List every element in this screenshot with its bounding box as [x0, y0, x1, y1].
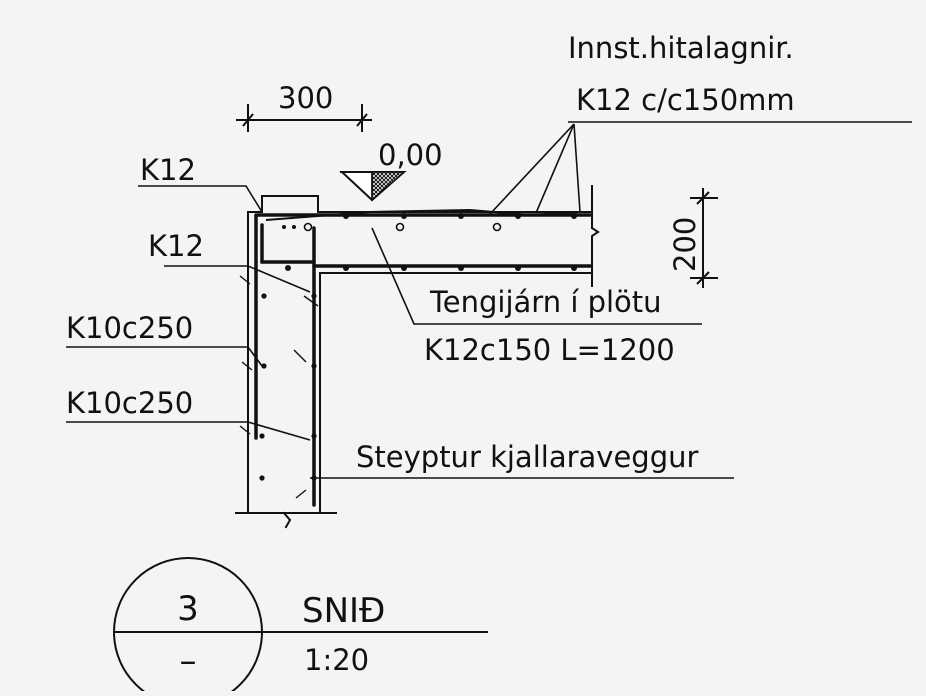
label-rebar-corner: K12 [148, 229, 204, 263]
dimension-200 [690, 188, 718, 288]
rebar-dots-bottom [285, 265, 577, 271]
leader-k12-corner [164, 265, 311, 293]
label-insulation-spec: K12 c/c150mm [576, 83, 795, 117]
leader-connector [371, 227, 702, 325]
label-rebar-top: K12 [140, 153, 196, 187]
label-dim-width: 300 [278, 81, 333, 115]
level-marker [339, 171, 407, 202]
section-sheet: – [180, 641, 197, 681]
slab-end-break [590, 226, 600, 241]
section-number: 3 [177, 589, 199, 629]
label-wall: Steyptur kjallaraveggur [356, 440, 698, 474]
label-rebar-wall-outer: K10c250 [66, 311, 193, 345]
label-level: 0,00 [378, 138, 443, 172]
wall-break-mark [282, 511, 292, 529]
leader-k10-inner [66, 421, 311, 441]
label-rebar-wall-inner: K10c250 [66, 386, 193, 420]
leader-insulation-3 [573, 123, 581, 213]
wall-tick-marks [239, 275, 319, 499]
heating-pipe-circles [303, 222, 502, 232]
section-scale: 1:20 [304, 643, 369, 677]
rebar-dots-top [282, 213, 577, 229]
label-insulation-title: Innst.hitalagnir. [568, 31, 794, 65]
leader-insulation-1 [489, 123, 575, 215]
rebar-dots-wall [259, 293, 317, 481]
heating-pipe-line [265, 208, 581, 221]
section-symbol [113, 557, 488, 696]
section-title: SNIÐ [302, 591, 385, 631]
label-connector-title: Tengijárn í plötu [429, 285, 662, 319]
dimension-300 [236, 104, 372, 132]
leader-insulation-2 [535, 123, 575, 214]
leader-k10-outer [66, 346, 263, 367]
label-dim-height: 200 [668, 217, 702, 272]
leader-k12-top [138, 185, 263, 213]
label-connector-spec: K12c150 L=1200 [424, 333, 675, 367]
